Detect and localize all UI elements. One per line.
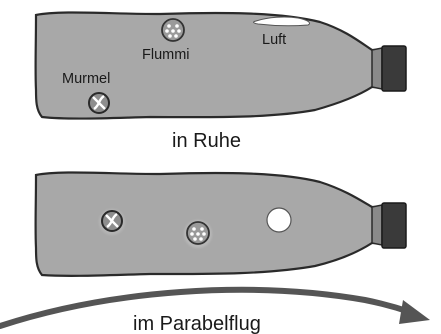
bubble-label: Luft: [262, 32, 286, 48]
bottle-cap-top: [382, 46, 406, 91]
marble-icon: [89, 93, 109, 113]
marble-icon: [99, 209, 125, 235]
ball-label: Flummi: [142, 47, 190, 63]
bottle-cap-bottom: [382, 203, 406, 248]
caption-at-rest: in Ruhe: [172, 130, 241, 152]
bottle-in-parabolic-flight: [36, 172, 406, 275]
bottle-neck-top: [372, 48, 382, 89]
bouncy-ball-icon: [184, 220, 212, 248]
bottle-body-top: [36, 12, 378, 118]
marble-label: Murmel: [62, 71, 110, 87]
air-bubble-icon: [267, 208, 291, 232]
bottle-at-rest: Luft Flummi Murmel: [36, 12, 406, 118]
bottle-neck-bottom: [372, 205, 382, 245]
caption-parabolic-flight: im Parabelflug: [133, 313, 261, 334]
bouncy-ball-icon: [162, 19, 184, 41]
